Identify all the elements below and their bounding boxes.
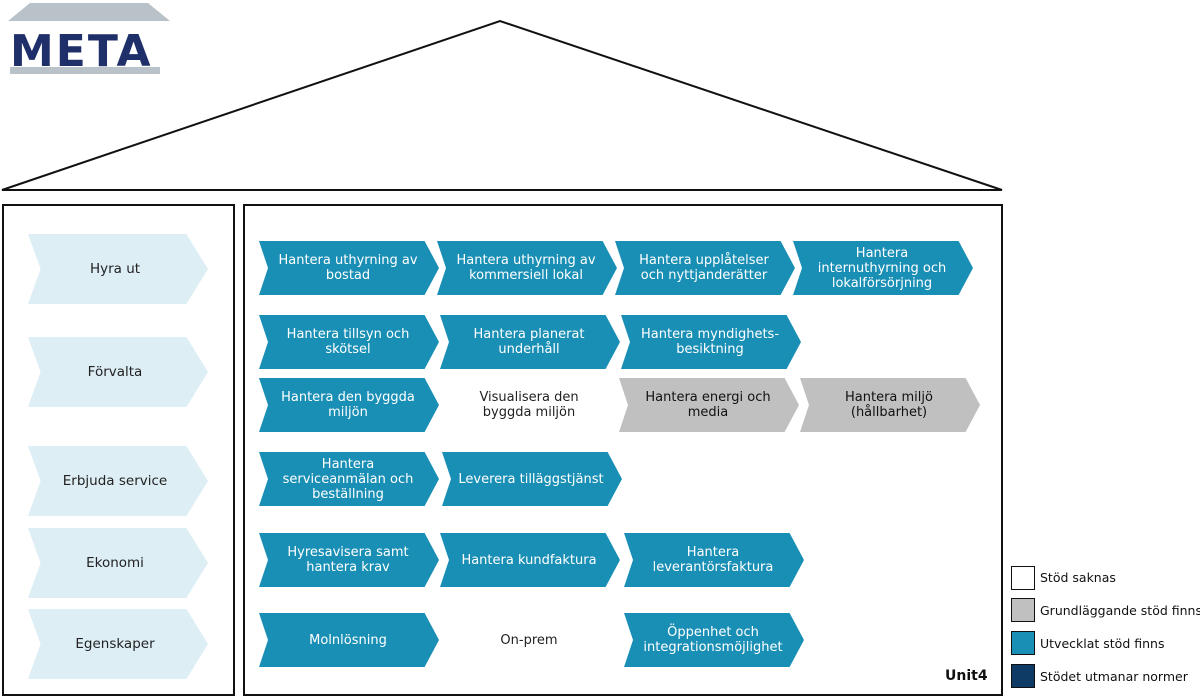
process-label: Öppenhet och integrationsmöjlighet [643, 625, 783, 655]
process-14: Hyresavisera samt hantera krav [259, 533, 439, 587]
process-label: Hantera tillsyn och skötsel [286, 327, 410, 357]
process-18: On-prem [440, 613, 620, 667]
process-label: Hantera myndighets-besiktning [640, 327, 780, 357]
process-9: Visualisera den byggda miljön [440, 378, 620, 432]
process-label: Hantera uthyrning av bostad [278, 253, 418, 283]
process-16: Hantera leverantörsfaktura [624, 533, 804, 587]
category-egenskaper: Egenskaper [28, 609, 208, 679]
process-17: Molnlösning [259, 613, 439, 667]
category-label: Ekonomi [86, 554, 144, 571]
legend-swatch-norms [1011, 664, 1035, 688]
house-roof [1, 19, 1003, 191]
process-box [243, 204, 1003, 696]
process-label: Molnlösning [309, 632, 387, 648]
process-label: Hantera upplåtelser och nyttjanderätter [639, 253, 769, 283]
legend-label-norms: Stödet utmanar normer [1040, 669, 1188, 684]
process-label: Hantera planerat underhåll [473, 327, 585, 357]
category-hyra-ut: Hyra ut [28, 234, 208, 304]
process-10: Hantera energi och media [619, 378, 799, 432]
process-2: Hantera uthyrning av kommersiell lokal [437, 241, 617, 295]
process-label: Hyresavisera samt hantera krav [287, 545, 409, 575]
category-ekonomi: Ekonomi [28, 528, 208, 598]
category-forvalta: Förvalta [28, 337, 208, 407]
legend-swatch-basic [1011, 598, 1035, 622]
process-5: Hantera tillsyn och skötsel [259, 315, 439, 369]
category-label: Egenskaper [75, 635, 155, 652]
legend-swatch-missing [1011, 566, 1035, 590]
process-3: Hantera upplåtelser och nyttjanderätter [615, 241, 795, 295]
process-1: Hantera uthyrning av bostad [259, 241, 439, 295]
process-label: On-prem [500, 632, 558, 648]
process-8: Hantera den byggda miljön [259, 378, 439, 432]
process-4: Hantera internuthyrning och lokalförsörj… [793, 241, 973, 295]
category-erbjuda-service: Erbjuda service [28, 446, 208, 516]
process-label: Hantera kundfaktura [461, 552, 597, 568]
process-11: Hantera miljö (hållbarhet) [800, 378, 980, 432]
logo-roof-icon [8, 3, 170, 21]
process-label: Hantera serviceanmälan och beställning [282, 456, 414, 502]
category-label: Förvalta [87, 363, 143, 380]
legend-label-missing: Stöd saknas [1040, 570, 1116, 585]
process-15: Hantera kundfaktura [440, 533, 620, 587]
process-label: Hantera miljö (hållbarhet) [845, 390, 933, 420]
process-label: Hantera internuthyrning och lokalförsörj… [817, 245, 947, 291]
category-label: Erbjuda service [62, 472, 168, 489]
process-19: Öppenhet och integrationsmöjlighet [624, 613, 804, 667]
vendor-name: Unit4 [945, 668, 988, 684]
legend-label-basic: Grundläggande stöd finns [1040, 603, 1200, 618]
process-label: Leverera tilläggstjänst [458, 471, 604, 487]
process-label: Hantera uthyrning av kommersiell lokal [456, 253, 596, 283]
process-label: Hantera energi och media [645, 390, 771, 420]
process-label: Visualisera den byggda miljön [479, 390, 579, 420]
category-label: Hyra ut [89, 260, 141, 277]
process-label: Hantera leverantörsfaktura [652, 545, 774, 575]
category-box [2, 204, 235, 696]
process-13: Leverera tilläggstjänst [442, 452, 622, 506]
legend-label-developed: Utvecklat stöd finns [1040, 636, 1165, 651]
process-label: Hantera den byggda miljön [281, 390, 415, 420]
process-7: Hantera myndighets-besiktning [621, 315, 801, 369]
process-6: Hantera planerat underhåll [440, 315, 620, 369]
legend-swatch-developed [1011, 631, 1035, 655]
logo-underline [10, 67, 160, 74]
process-12: Hantera serviceanmälan och beställning [259, 452, 439, 506]
